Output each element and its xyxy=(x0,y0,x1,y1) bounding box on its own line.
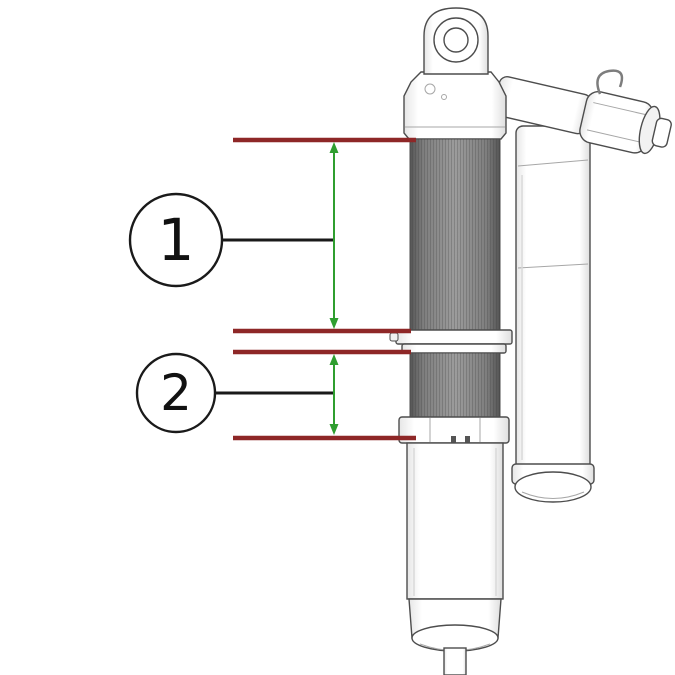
eyelet-mount xyxy=(423,7,489,75)
callout-1-circle xyxy=(128,192,224,288)
bleed-port-small xyxy=(441,94,447,100)
clamp-collar xyxy=(398,416,510,445)
reservoir xyxy=(511,125,595,503)
bottom-dome xyxy=(411,624,499,652)
reservoir-cap-shading xyxy=(521,491,585,499)
callout-2-label: 2 xyxy=(160,364,192,422)
reservoir-end-cap xyxy=(514,471,592,503)
knob-detail-line xyxy=(593,102,648,116)
upper-sleeve xyxy=(409,138,501,333)
lower-body xyxy=(406,442,504,675)
clamp-bolt xyxy=(465,436,470,445)
knob-detail-line xyxy=(586,129,642,143)
callout-2: 2 xyxy=(135,352,333,434)
lower-sleeve xyxy=(409,352,501,418)
dimension-arrow-1-head-bottom xyxy=(329,318,339,329)
dimension-arrow-2-head-top xyxy=(329,354,339,365)
lock-collar xyxy=(389,329,513,354)
dimension-arrow-1 xyxy=(329,142,339,329)
clamp-bolt xyxy=(451,436,456,445)
reservoir-body xyxy=(515,125,591,471)
lock-collar-flange xyxy=(395,329,513,345)
adjuster-assembly xyxy=(493,76,672,155)
reservoir-joint-line xyxy=(517,159,589,167)
callout-1-label: 1 xyxy=(158,206,195,274)
eyelet-bore xyxy=(443,27,469,53)
knob-end-tip xyxy=(651,117,672,148)
upper-sleeve-texture xyxy=(410,139,500,332)
adjuster-housing xyxy=(493,76,592,135)
callout-2-circle xyxy=(135,352,217,434)
measurement-lines xyxy=(233,137,416,441)
cable-loop xyxy=(596,69,624,95)
dimension-arrow-1-head-top xyxy=(329,142,339,153)
reservoir-joint-line xyxy=(517,263,589,269)
shock-head xyxy=(403,71,507,140)
bleed-port xyxy=(424,83,436,95)
lock-collar-tab xyxy=(389,332,399,342)
callout-1: 1 xyxy=(128,192,333,288)
dimension-arrow-2-head-bottom xyxy=(329,424,339,435)
dimension-arrow-2 xyxy=(329,354,339,435)
lock-collar-lip xyxy=(401,343,507,354)
lower-sleeve-texture xyxy=(410,353,500,417)
shaft-stem xyxy=(443,647,467,675)
head-body xyxy=(403,71,507,140)
lower-body-cylinder xyxy=(406,442,504,600)
